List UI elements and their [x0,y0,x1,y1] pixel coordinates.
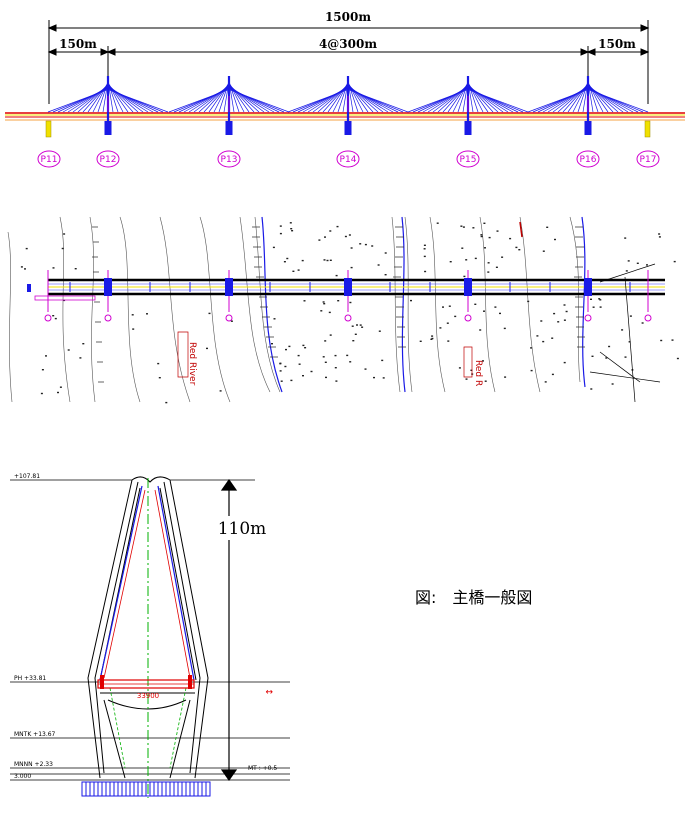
pier-label-p12: P12 [100,155,117,165]
plan-pier-4 [344,270,352,322]
pier-label-p13: P13 [221,155,238,165]
pylon-foot-4 [464,121,472,135]
piles [85,782,207,796]
total-span-label: 1500m [325,10,371,24]
river-label-2: Red R [473,360,483,386]
sand-dots [20,222,679,404]
level-ph: PH +33.81 [14,675,46,682]
red-side-mark: ↕ [263,688,273,696]
cable-fan-1 [47,80,169,113]
side-span-left-label: 150m [59,37,97,51]
pier-labels [37,150,660,168]
pier-label-p17: P17 [640,155,657,165]
pier-label-p16: P16 [580,155,597,165]
pylon-foot-1 [104,121,112,135]
level-top: +107.81 [14,473,40,480]
plan-left-marker [27,284,31,292]
cable-fan-3 [287,80,409,113]
plan-pier-1 [44,270,52,322]
plan-pier-3 [225,270,233,322]
cable-fan-4 [407,80,529,113]
pylon-foot-3 [344,121,352,135]
figure-caption: 図: 主橋一般図 [415,588,533,607]
river-bank-hatching [92,226,585,383]
tower-deck [97,675,195,689]
level-lines [10,479,290,781]
level-mntk: MNTK +13.67 [14,731,56,738]
bridge-plan: Red River Red R [7,216,679,404]
river-banks [261,216,586,393]
pylon-red-lines [103,489,191,679]
plan-detail [177,221,661,403]
plan-pier-5 [464,270,472,322]
level-mnnn: MNNN +2.33 [14,761,53,768]
pylon-cross-section: +107.81 PH +33.81 MNTK +13.67 MNNN +2.33… [10,473,290,798]
plan-pier-6 [584,270,592,322]
pylon-foot-5 [584,121,592,135]
right-mark: MT : +0.5 [248,765,277,772]
plan-pier-2 [104,270,112,322]
pylon-outline [87,476,209,779]
pylons [104,76,592,135]
plan-pier-7 [644,270,652,322]
green-offset-lines [109,687,187,769]
height-dimension [220,478,238,782]
deck-width-label: 33900 [137,692,159,700]
level-base: 3.000 [14,773,31,780]
side-span-right-label: 150m [598,37,636,51]
deck [5,112,685,121]
pier-label-p11: P11 [41,155,58,165]
pylon-cables [99,485,195,681]
end-pier-left [45,120,52,138]
main-spans-label: 4@300m [319,37,377,51]
cable-fan-2 [168,80,290,113]
bridge-elevation: 1500m 150m 4@300m 150m P11 P12 P13 P14 P… [5,10,685,168]
pier-label-p15: P15 [460,155,477,165]
tower-height-label: 110m [218,519,267,539]
plan-piers [44,270,652,322]
pylon-foot-2 [225,121,233,135]
pier-label-p14: P14 [340,155,357,165]
dimension-lines [47,20,650,104]
end-pier-right [644,120,651,138]
terrain-contours [7,216,581,403]
plan-deck [34,278,665,301]
river-label-1: Red River [187,342,197,386]
